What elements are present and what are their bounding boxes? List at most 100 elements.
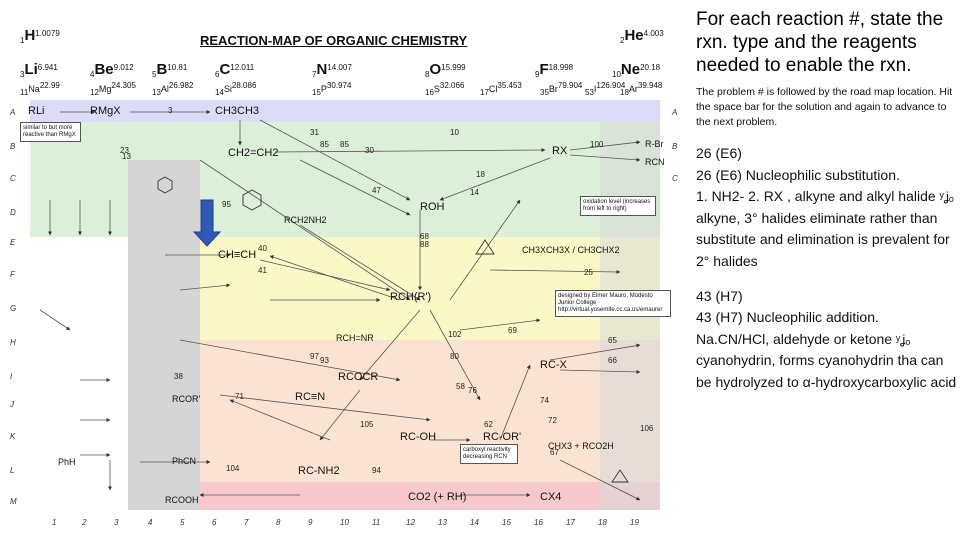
row-label: H [10, 338, 16, 347]
rxn-number: 76 [468, 386, 477, 395]
rxn-number: 47 [372, 186, 381, 195]
row-label: J [10, 400, 14, 409]
node-rch2nh2: RCH2NH2 [284, 215, 327, 225]
col-label: 6 [212, 518, 217, 527]
rxn-number: 94 [372, 466, 381, 475]
highlight-arrow [192, 199, 222, 247]
col-label: 14 [470, 518, 479, 527]
arrow-glyph-icon: ʸʝₒ [939, 189, 954, 205]
node-rchr: RCH(R') [390, 291, 432, 303]
rxn-number: 93 [320, 356, 329, 365]
element-o: 8O15.999 [425, 61, 466, 79]
problem-answer-line: Na.CN/HCl, aldehyde or ketone ʸʝₒ cyanoh… [696, 330, 957, 390]
credit-note: designed by Elmer Mauro, Modesto Junior … [555, 290, 671, 317]
rxn-number: 105 [360, 420, 374, 429]
col-label: 17 [566, 518, 575, 527]
row-label: F [10, 270, 15, 279]
rxn-number: 71 [235, 392, 244, 401]
row-label: B [10, 142, 16, 151]
rxn-number: 13 [122, 152, 131, 161]
node-rcor: RC-OR' [483, 431, 522, 443]
rxn-number: 25 [584, 268, 593, 277]
rxn-number: 14 [470, 188, 479, 197]
node-roh: ROH [420, 201, 445, 213]
row-label: E [10, 238, 16, 247]
rxn-number: 69 [508, 326, 517, 335]
reaction-arrows [39, 110, 641, 501]
node-rch-nr: RCH=NR [336, 333, 374, 343]
node-ch3x: CH3XCH3X / CH3CHX2 [522, 245, 620, 255]
node-chch: CH≡CH [218, 249, 257, 261]
rxn-number: 100 [590, 140, 604, 149]
rxn-number: 18 [476, 170, 485, 179]
element-ar: 18Ar39.948 [620, 81, 663, 97]
rxn-number: 72 [548, 416, 557, 425]
rxn-number: 97 [310, 352, 319, 361]
rxn-number: 30 [365, 146, 374, 155]
problem-answer-line: 43 (H7) Nucleophilic addition. [696, 309, 879, 326]
row-label: M [10, 497, 17, 506]
col-label: 15 [502, 518, 511, 527]
row-label-right: C [672, 174, 678, 183]
rxn-number: 65 [608, 336, 617, 345]
problem-title: 26 (E6) [696, 145, 742, 161]
rxn-number: 85 [320, 140, 329, 149]
row-label: G [10, 304, 17, 313]
rxn-number: 67 [550, 448, 559, 457]
node-chx3: CHX3 + RCO2H [548, 441, 614, 451]
element-b: 5B10.81 [152, 61, 188, 79]
element-al: 13Al26.982 [152, 81, 194, 97]
rxn-number: 80 [450, 352, 459, 361]
element-li: 3Li6.941 [20, 61, 58, 79]
col-label: 10 [340, 518, 349, 527]
rxn-number: 58 [456, 382, 465, 391]
rxn-number: 88 [420, 240, 429, 249]
band-blue [30, 100, 660, 122]
map-title: REACTION-MAP OF ORGANIC CHEMISTRY [200, 33, 468, 48]
row-label: K [10, 432, 16, 441]
reaction-map: REACTION-MAP OF ORGANIC CHEMISTRY 1H1.00… [10, 27, 678, 527]
node-rli: RLi [28, 105, 45, 117]
col-label: 13 [438, 518, 447, 527]
node-rcnh2: RC-NH2 [298, 465, 340, 477]
rxn-number: 62 [484, 420, 493, 429]
grey-column [128, 160, 200, 510]
rxn-number: 31 [310, 128, 319, 137]
col-label: 4 [148, 518, 153, 527]
node-rcoh: RC-OH [400, 431, 437, 443]
col-label: 2 [82, 518, 87, 527]
element-i: 53I126.904 [585, 81, 626, 97]
node-rcocr: RCOCR [338, 371, 379, 383]
rxn-number: 104 [226, 464, 240, 473]
element-s: 16S32.066 [425, 81, 465, 97]
element-h: 1H1.0079 [20, 27, 60, 45]
rxn-number: 3 [168, 106, 173, 115]
panel-instructions: The problem # is followed by the road ma… [696, 86, 953, 128]
problem-answer-line: 26 (E6) Nucleophilic substitution. [696, 166, 900, 183]
row-label: L [10, 466, 15, 475]
rxn-number: 66 [608, 356, 617, 365]
element-be: 4Be9.012 [90, 61, 134, 79]
col-label: 12 [406, 518, 415, 527]
node-cx4: CX4 [540, 491, 562, 503]
col-label: 7 [244, 518, 249, 527]
rxn-number: 74 [540, 396, 549, 405]
col-label: 8 [276, 518, 281, 527]
problem-title: 43 (H7) [696, 287, 743, 304]
node-phh: PhH [58, 457, 76, 467]
element-c: 6C12.011 [215, 61, 255, 79]
node-rbr: R-Br [645, 139, 664, 149]
node-co2: CO2 (+ RH) [408, 491, 467, 503]
node-rcooh: RCOOH [165, 495, 199, 505]
node-ch2ch2: CH2=CH2 [228, 147, 279, 159]
panel-heading: For each reaction #, state the rxn. type… [696, 9, 944, 76]
element-ne: 10Ne20.18 [612, 61, 661, 79]
rxn-number: 38 [174, 372, 183, 381]
rxn-number: 40 [258, 244, 267, 253]
col-label: 11 [372, 518, 381, 527]
arrow-glyph-icon: ʸʝₒ [896, 331, 911, 347]
node-phcn: PhCN [172, 456, 197, 466]
similar-note: similar to but more reactive than RMgX [20, 122, 81, 142]
node-ch3ch3: CH3CH3 [215, 105, 260, 117]
node-rcx: RC-X [540, 359, 567, 371]
